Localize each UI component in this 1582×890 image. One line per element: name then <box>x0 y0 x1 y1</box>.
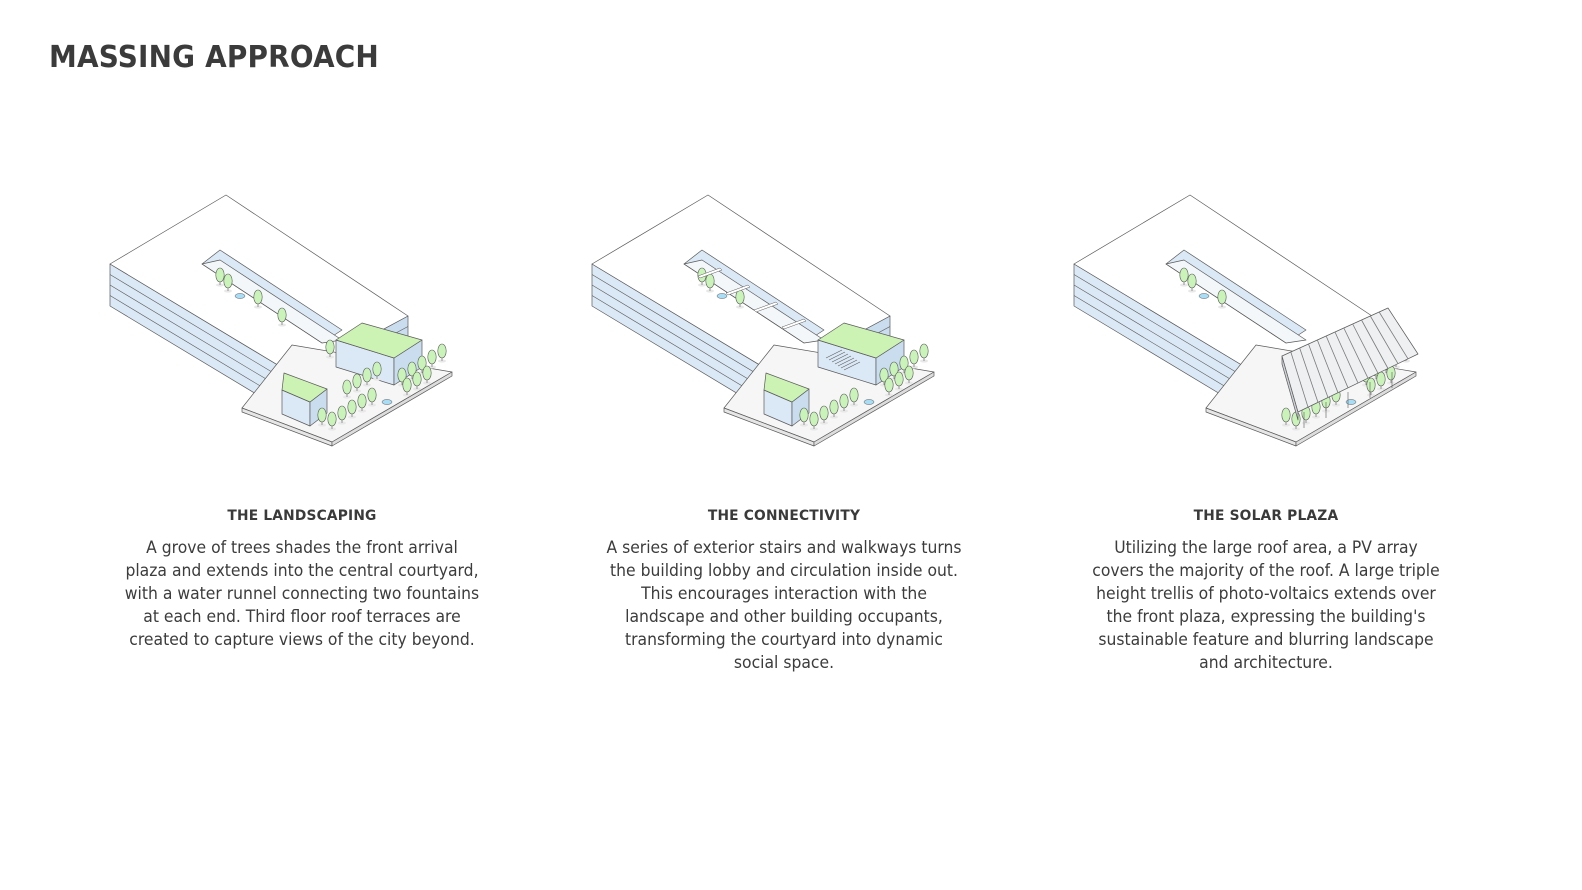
stair-step <box>843 361 861 371</box>
tree <box>884 377 894 397</box>
walkway-bridge <box>697 267 723 279</box>
panel-connectivity: THE CONNECTIVITY A series of exterior st… <box>591 0 964 890</box>
walkway-bridge <box>753 301 779 313</box>
tree <box>342 379 352 399</box>
floor-line <box>1073 284 1261 398</box>
green-roof-terrace <box>817 322 905 359</box>
tree <box>317 407 327 427</box>
floor-line <box>591 274 779 387</box>
stair-step <box>828 351 846 361</box>
green-roof-terrace <box>763 372 810 403</box>
tree <box>215 267 225 287</box>
tree <box>894 371 904 391</box>
fountain <box>381 399 393 405</box>
stair-step <box>837 357 855 367</box>
stair-step <box>825 349 843 359</box>
tree <box>1187 273 1197 293</box>
floor-line <box>1073 274 1261 387</box>
pv-panel-row <box>1325 335 1349 388</box>
stair-step <box>831 353 849 363</box>
floor-line <box>591 284 779 398</box>
tree <box>1386 365 1396 385</box>
green-roof-terrace <box>335 322 423 359</box>
tree <box>253 289 263 309</box>
pv-panel-row <box>1316 339 1339 393</box>
walkway-bridge <box>781 318 807 330</box>
pv-panel-row <box>1334 331 1359 384</box>
tree <box>427 349 437 369</box>
stair-step <box>840 359 858 369</box>
pv-panel-row <box>1352 323 1379 374</box>
floor-line <box>109 284 297 398</box>
tree <box>397 367 407 387</box>
plaza-curb-side <box>1295 371 1417 447</box>
tree <box>412 371 422 391</box>
tree <box>402 377 412 397</box>
tree <box>327 411 337 431</box>
tree <box>277 307 287 327</box>
walkway-bridge <box>725 284 751 296</box>
panel-heading: THE SOLAR PLAZA <box>1193 508 1339 524</box>
tree <box>357 393 367 413</box>
tree <box>899 355 909 375</box>
tree <box>839 393 849 413</box>
plaza-curb-side <box>331 371 453 447</box>
tree <box>705 273 715 293</box>
panel-description: A series of exterior stairs and walkways… <box>606 538 962 672</box>
tree <box>819 405 829 425</box>
tree <box>1179 267 1189 287</box>
pv-panel-row <box>1361 319 1389 369</box>
tree <box>1366 377 1376 397</box>
fountain <box>716 293 728 299</box>
tree <box>735 289 745 309</box>
tree <box>919 343 929 363</box>
tree <box>904 365 914 385</box>
panel-solar-plaza: THE SOLAR PLAZA Utilizing the large roof… <box>1073 0 1446 890</box>
tree <box>697 267 707 287</box>
pv-panel-row <box>1378 311 1409 360</box>
tree <box>347 399 357 419</box>
fountain <box>863 399 875 405</box>
pv-panel-row <box>1343 327 1369 379</box>
stair-step <box>834 355 852 365</box>
tree <box>337 405 347 425</box>
pv-panel-row <box>1308 343 1329 398</box>
page-title: MASSING APPROACH <box>49 40 379 75</box>
tree <box>367 387 377 407</box>
fountain <box>1345 399 1357 405</box>
tree <box>809 411 819 431</box>
solar-plaza-axonometric-diagram <box>1073 194 1419 447</box>
tree <box>362 367 372 387</box>
pv-panel-row <box>1299 347 1319 403</box>
pv-panel-row <box>1369 315 1399 364</box>
floor-line <box>109 274 297 387</box>
panel-heading: THE CONNECTIVITY <box>707 508 861 524</box>
pv-trellis <box>1281 307 1419 413</box>
panel-description: Utilizing the large roof area, a PV arra… <box>1092 538 1440 672</box>
tree <box>1281 407 1291 427</box>
landscaping-axonometric-diagram <box>109 194 453 447</box>
tree <box>909 349 919 369</box>
panel-landscaping: THE LANDSCAPING A grove of trees shades … <box>109 0 482 890</box>
panel-heading: THE LANDSCAPING <box>227 508 377 524</box>
fountain <box>1198 293 1210 299</box>
tree <box>372 361 382 381</box>
tree <box>352 373 362 393</box>
connectivity-axonometric-diagram <box>591 194 935 447</box>
pv-panel-row <box>1290 351 1309 408</box>
tree <box>437 343 447 363</box>
tree <box>799 407 809 427</box>
tree <box>223 273 233 293</box>
tree <box>829 399 839 419</box>
tree <box>849 387 859 407</box>
tree <box>1217 289 1227 309</box>
fountain <box>234 293 246 299</box>
plaza-curb-side <box>813 371 935 447</box>
tree <box>325 339 335 359</box>
tree <box>422 365 432 385</box>
panel-description: A grove of trees shades the front arriva… <box>124 538 480 649</box>
green-roof-terrace <box>281 372 328 403</box>
